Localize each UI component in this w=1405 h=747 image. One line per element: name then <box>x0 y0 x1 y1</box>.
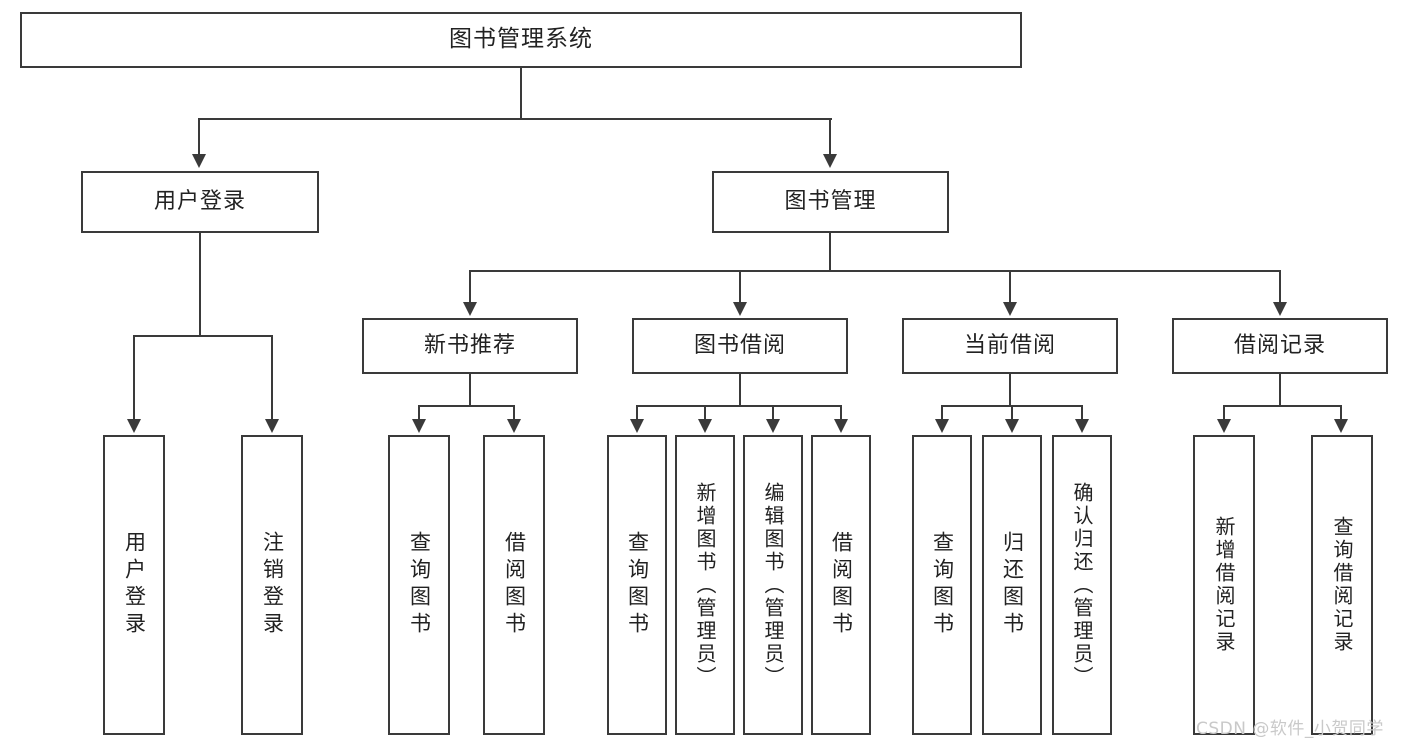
arrow-to-user-login <box>192 154 206 168</box>
node-leaf-add-borrow-record[interactable]: 新增借阅记录 <box>1193 435 1255 735</box>
node-leaf-query-book-borrow[interactable]: 查询图书 <box>607 435 667 735</box>
connector-bb-child3 <box>772 405 774 422</box>
node-label: 图书管理 <box>784 189 877 215</box>
connector-cb-child2 <box>1011 405 1013 422</box>
connector-user-login-child1 <box>133 335 135 421</box>
arrow-to-leaf-add-book-admin <box>698 419 712 433</box>
connector-borrow-record-stem <box>1279 374 1281 406</box>
node-leaf-query-borrow-record[interactable]: 查询借阅记录 <box>1311 435 1373 735</box>
connector-book-management-bus <box>469 270 1281 272</box>
arrow-to-leaf-edit-book-admin <box>766 419 780 433</box>
node-book-borrow[interactable]: 图书借阅 <box>632 318 848 374</box>
connector-borrow-record-bus <box>1223 405 1342 407</box>
node-leaf-query-book-recommend[interactable]: 查询图书 <box>388 435 450 735</box>
connector-nb-child2 <box>513 405 515 422</box>
node-label: 新增借阅记录 <box>1212 516 1236 654</box>
connector-book-management-stem <box>829 233 831 272</box>
connector-book-borrow-stem <box>739 374 741 406</box>
node-label: 确认归还（管理员） <box>1070 481 1094 689</box>
connector-bm-to-new-book <box>469 270 471 304</box>
connector-root-to-book-management <box>829 118 831 156</box>
node-label: 注销登录 <box>260 531 285 639</box>
node-leaf-query-book-current[interactable]: 查询图书 <box>912 435 972 735</box>
node-leaf-return-book[interactable]: 归还图书 <box>982 435 1042 735</box>
node-label: 查询图书 <box>407 531 432 639</box>
connector-root-bus <box>198 118 832 120</box>
node-label: 归还图书 <box>1000 531 1025 639</box>
connector-bm-to-book-borrow <box>739 270 741 304</box>
node-label: 借阅图书 <box>829 531 854 639</box>
arrow-to-leaf-return-book <box>1005 419 1019 433</box>
node-leaf-edit-book-admin[interactable]: 编辑图书（管理员） <box>743 435 803 735</box>
arrow-to-leaf-query-book-recommend <box>412 419 426 433</box>
node-root-system[interactable]: 图书管理系统 <box>20 12 1022 68</box>
node-borrow-record[interactable]: 借阅记录 <box>1172 318 1388 374</box>
node-leaf-add-book-admin[interactable]: 新增图书（管理员） <box>675 435 735 735</box>
node-label: 借阅记录 <box>1233 333 1326 359</box>
node-label: 新增图书（管理员） <box>693 481 717 689</box>
node-label: 当前借阅 <box>963 333 1056 359</box>
node-leaf-borrow-book-recommend[interactable]: 借阅图书 <box>483 435 545 735</box>
connector-user-login-bus <box>133 335 273 337</box>
connector-cb-child1 <box>941 405 943 422</box>
node-user-login[interactable]: 用户登录 <box>81 171 319 233</box>
connector-root-stem <box>520 68 522 120</box>
arrow-to-current-borrow <box>1003 302 1017 316</box>
connector-bb-child4 <box>840 405 842 422</box>
node-label: 新书推荐 <box>423 333 516 359</box>
connector-current-borrow-stem <box>1009 374 1011 406</box>
arrow-to-leaf-query-borrow-record <box>1334 419 1348 433</box>
node-label: 用户登录 <box>153 189 246 215</box>
node-leaf-user-login[interactable]: 用户登录 <box>103 435 165 735</box>
arrow-to-leaf-query-book-borrow <box>630 419 644 433</box>
connector-user-login-stem <box>199 233 201 336</box>
node-leaf-borrow-book[interactable]: 借阅图书 <box>811 435 871 735</box>
connector-new-book-bus <box>418 405 514 407</box>
arrow-to-leaf-user-login <box>127 419 141 433</box>
connector-br-child1 <box>1223 405 1225 422</box>
connector-new-book-stem <box>469 374 471 406</box>
connector-bb-child2 <box>704 405 706 422</box>
node-label: 借阅图书 <box>502 531 527 639</box>
node-label: 编辑图书（管理员） <box>761 481 785 689</box>
connector-cb-child3 <box>1081 405 1083 422</box>
arrow-to-leaf-borrow-book <box>834 419 848 433</box>
connector-bm-to-borrow-record <box>1279 270 1281 304</box>
arrow-to-leaf-confirm-return-admin <box>1075 419 1089 433</box>
node-label: 图书借阅 <box>693 333 786 359</box>
node-new-book-recommend[interactable]: 新书推荐 <box>362 318 578 374</box>
node-current-borrow[interactable]: 当前借阅 <box>902 318 1118 374</box>
node-leaf-confirm-return-admin[interactable]: 确认归还（管理员） <box>1052 435 1112 735</box>
connector-user-login-child2 <box>271 335 273 421</box>
arrow-to-leaf-borrow-book-recommend <box>507 419 521 433</box>
connector-book-borrow-bus <box>636 405 842 407</box>
arrow-to-new-book-recommend <box>463 302 477 316</box>
arrow-to-book-management <box>823 154 837 168</box>
connector-bm-to-current-borrow <box>1009 270 1011 304</box>
connector-br-child2 <box>1340 405 1342 422</box>
connector-root-to-user-login <box>198 118 200 156</box>
node-leaf-user-logout[interactable]: 注销登录 <box>241 435 303 735</box>
node-label: 查询图书 <box>930 531 955 639</box>
connector-bb-child1 <box>636 405 638 422</box>
arrow-to-leaf-user-logout <box>265 419 279 433</box>
arrow-to-leaf-add-borrow-record <box>1217 419 1231 433</box>
arrow-to-leaf-query-book-current <box>935 419 949 433</box>
connector-nb-child1 <box>418 405 420 422</box>
arrow-to-borrow-record <box>1273 302 1287 316</box>
node-label: 图书管理系统 <box>449 26 593 53</box>
arrow-to-book-borrow <box>733 302 747 316</box>
node-label: 用户登录 <box>122 531 147 639</box>
node-label: 查询借阅记录 <box>1330 516 1354 654</box>
node-label: 查询图书 <box>625 531 650 639</box>
node-book-management[interactable]: 图书管理 <box>712 171 949 233</box>
